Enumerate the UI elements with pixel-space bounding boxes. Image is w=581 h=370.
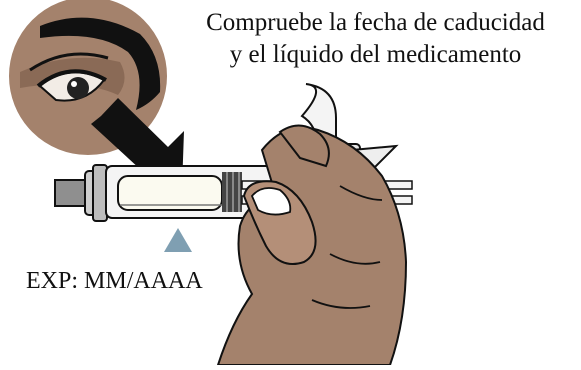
instruction-line-1: Compruebe la fecha de caducidad bbox=[206, 9, 545, 36]
triangle-indicator-icon bbox=[164, 228, 192, 252]
expiry-date-label: EXP: MM/AAAA bbox=[26, 268, 203, 294]
hand-icon bbox=[216, 124, 408, 366]
eye-icon bbox=[7, 0, 169, 157]
instruction-line-2: y el líquido del medicamento bbox=[229, 41, 522, 68]
